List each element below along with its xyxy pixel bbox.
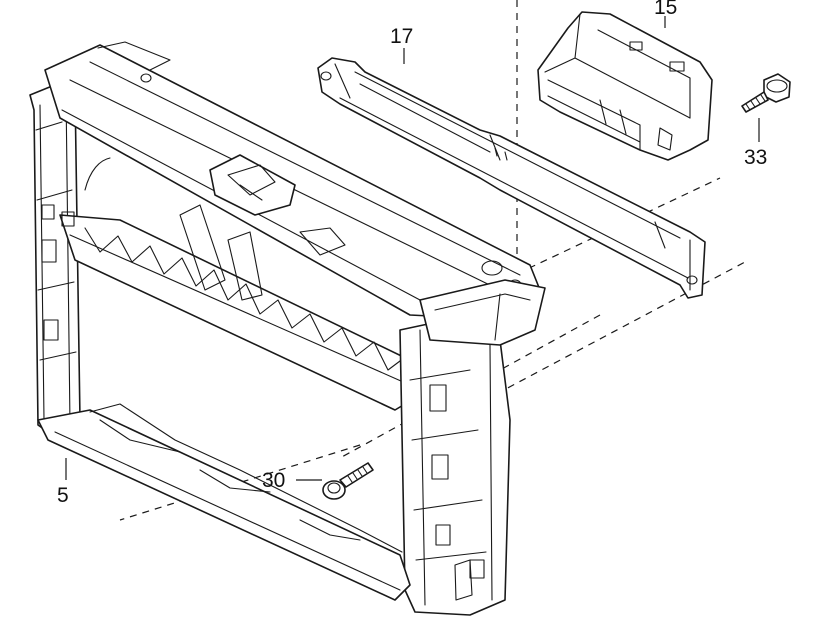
radiator-support-frame — [29, 41, 546, 616]
leader-lines — [65, 16, 760, 481]
screw-upper — [741, 73, 791, 113]
screw-lower — [322, 462, 374, 500]
part-label-30: 30 — [262, 469, 285, 492]
upper-bracket-rail — [317, 57, 706, 299]
air-guide-duct — [537, 11, 713, 161]
part-label-5: 5 — [57, 484, 69, 507]
part-label-15: 15 — [654, 0, 677, 19]
part-label-17: 17 — [390, 25, 413, 48]
part-label-33: 33 — [744, 146, 767, 169]
